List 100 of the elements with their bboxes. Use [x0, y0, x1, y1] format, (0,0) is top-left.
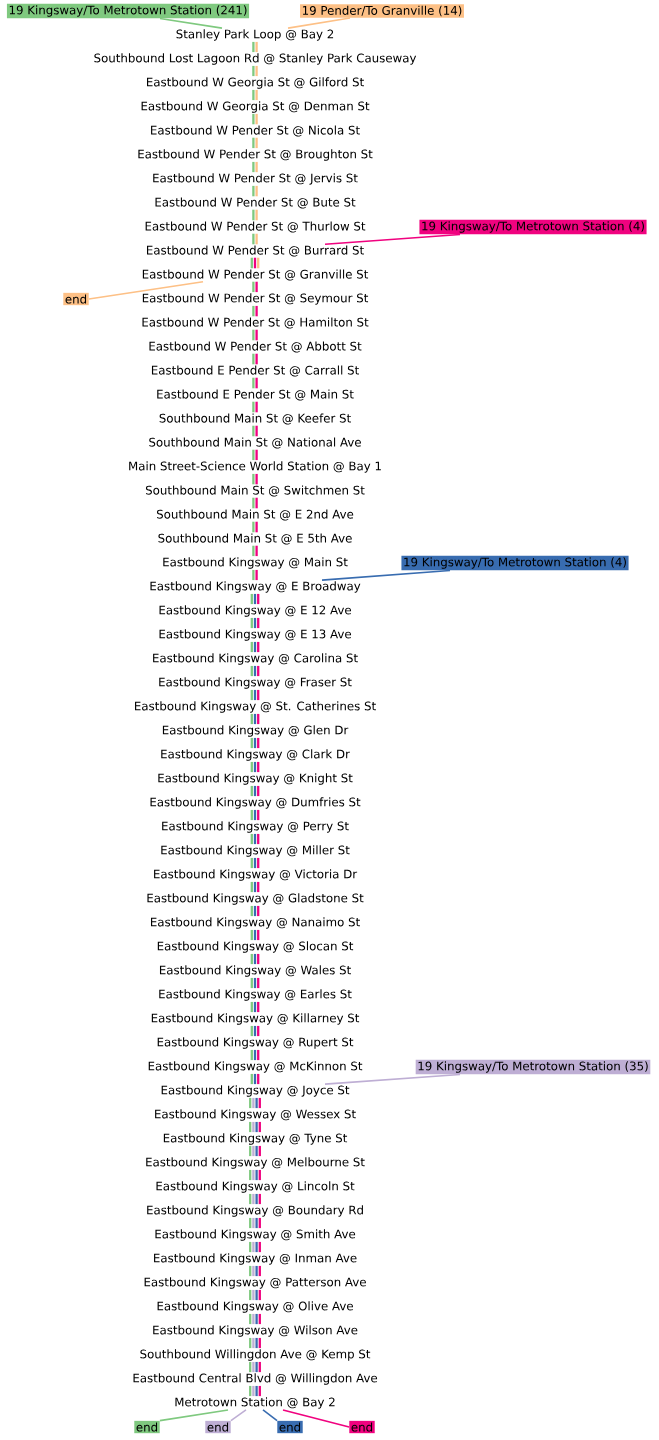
route-segment: [249, 1289, 252, 1301]
route-segment: [255, 305, 258, 317]
route-segment: [253, 617, 257, 629]
route-segment: [253, 737, 257, 749]
route-segment: [252, 473, 255, 485]
stop-label: Southbound Willingdon Ave @ Kemp St: [140, 1349, 371, 1361]
route-segment: [257, 689, 260, 701]
route-segment: [250, 857, 253, 869]
route-segment: [249, 1169, 252, 1181]
route-segment: [252, 89, 255, 101]
route-segment: [252, 425, 255, 437]
route-segment: [249, 1313, 252, 1325]
route-segment: [252, 161, 255, 173]
route-segment: [255, 1313, 258, 1325]
route-segment: [255, 65, 258, 77]
route-segment: [249, 1265, 252, 1277]
route-segment: [252, 545, 255, 557]
route-segment: [252, 329, 255, 341]
route-segment: [255, 1241, 258, 1253]
route-segment: [258, 1217, 261, 1229]
route-segment: [257, 905, 260, 917]
route-segment: [253, 833, 257, 845]
route-segment: [252, 1145, 255, 1157]
stop-label: Eastbound Kingsway @ Victoria Dr: [154, 869, 358, 881]
stop-label: Eastbound Kingsway @ McKinnon St: [148, 1061, 363, 1073]
route-segment: [255, 353, 258, 365]
stop-label: Eastbound Kingsway @ E 13 Ave: [159, 629, 352, 641]
stop-label: Eastbound Kingsway @ Slocan St: [157, 941, 354, 953]
route-segment: [255, 545, 258, 557]
route-segment: [255, 1097, 258, 1109]
route-segment: [258, 1337, 261, 1349]
route-segment: [257, 857, 260, 869]
route-segment: [250, 1073, 253, 1085]
route-segment: [250, 881, 253, 893]
route-segment: [250, 809, 253, 821]
route-segment: [250, 665, 253, 677]
route-segment: [249, 1145, 252, 1157]
route-segment: [257, 665, 260, 677]
route-segment: [255, 113, 258, 125]
route-segment: [257, 953, 260, 965]
stop-label: Eastbound W Pender St @ Thurlow St: [145, 221, 366, 233]
leader-line: [282, 1409, 350, 1428]
route-segment: [255, 89, 258, 101]
route-segment: [255, 41, 258, 53]
route-segment: [252, 497, 255, 509]
stop-label: Eastbound W Pender St @ Nicola St: [151, 125, 360, 137]
route-segment: [255, 473, 258, 485]
route-segment: [250, 785, 253, 797]
route-segment: [255, 1121, 258, 1133]
stop-label: Eastbound Kingsway @ Carolina St: [153, 653, 358, 665]
stop-label: Southbound Main St @ E 5th Ave: [158, 533, 352, 545]
route-segment: [252, 521, 255, 533]
route-segment: [250, 713, 253, 725]
stop-label: Eastbound Kingsway @ Tyne St: [163, 1133, 348, 1145]
route-segment: [253, 1025, 257, 1037]
stop-label: Eastbound W Georgia St @ Denman St: [141, 101, 370, 113]
route-segment: [253, 905, 257, 917]
route-segment: [255, 401, 258, 413]
route-segment: [253, 593, 257, 605]
route-segment: [249, 1121, 252, 1133]
route-segment: [252, 449, 255, 461]
route-segment: [257, 257, 260, 269]
stop-label: Eastbound Kingsway @ Lincoln St: [156, 1181, 355, 1193]
route-segment: [253, 929, 257, 941]
route-segment: [249, 1241, 252, 1253]
stop-label: Eastbound Kingsway @ Nanaimo St: [151, 917, 360, 929]
route-segment: [250, 833, 253, 845]
route-segment: [257, 929, 260, 941]
route-segment: [253, 641, 257, 653]
route-segment: [255, 185, 258, 197]
stop-label: Southbound Lost Lagoon Rd @ Stanley Park Causeway: [94, 53, 417, 65]
route-segment: [250, 1025, 253, 1037]
route-label: 19 Pender/To Granville (14): [300, 4, 464, 18]
route-segment: [255, 1193, 258, 1205]
route-segment: [253, 857, 257, 869]
route-segment: [257, 977, 260, 989]
route-segment: [253, 809, 257, 821]
route-label: 19 Kingsway/To Metrotown Station (4): [419, 219, 647, 235]
route-segment: [252, 305, 255, 317]
route-segment: [249, 1217, 252, 1229]
end-label: end: [277, 1420, 303, 1434]
route-segment: [255, 137, 258, 149]
route-segment: [255, 281, 258, 293]
route-segment: [257, 641, 260, 653]
stop-label: Eastbound Kingsway @ Glen Dr: [162, 725, 349, 737]
route-segment: [257, 881, 260, 893]
route-segment: [258, 1265, 261, 1277]
route-segment: [250, 905, 253, 917]
route-segment: [249, 1193, 252, 1205]
stop-label: Eastbound Kingsway @ E Broadway: [150, 581, 361, 593]
route-segment: [252, 1193, 255, 1205]
route-segment: [252, 281, 255, 293]
route-segment: [258, 1289, 261, 1301]
leader-line: [230, 1409, 247, 1422]
end-label: end: [63, 292, 89, 306]
route-segment: [257, 713, 260, 725]
stop-label: Eastbound W Pender St @ Seymour St: [142, 293, 369, 305]
route-segment: [257, 809, 260, 821]
route-segment: [253, 665, 257, 677]
route-segment: [250, 761, 253, 773]
